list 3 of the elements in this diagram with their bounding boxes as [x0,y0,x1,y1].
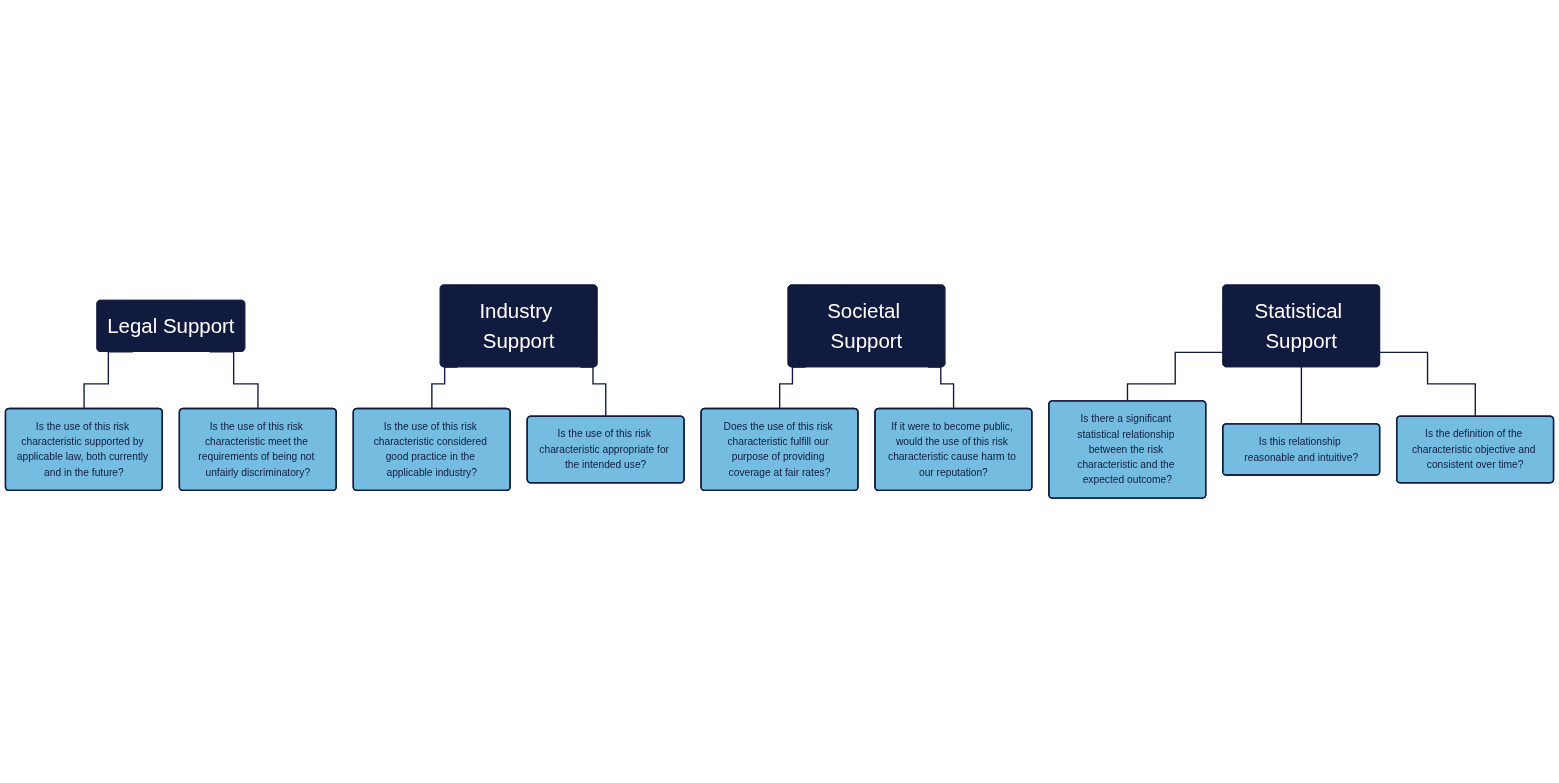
connector [1126,351,1224,402]
connector [1300,366,1303,425]
connector [1379,351,1477,418]
